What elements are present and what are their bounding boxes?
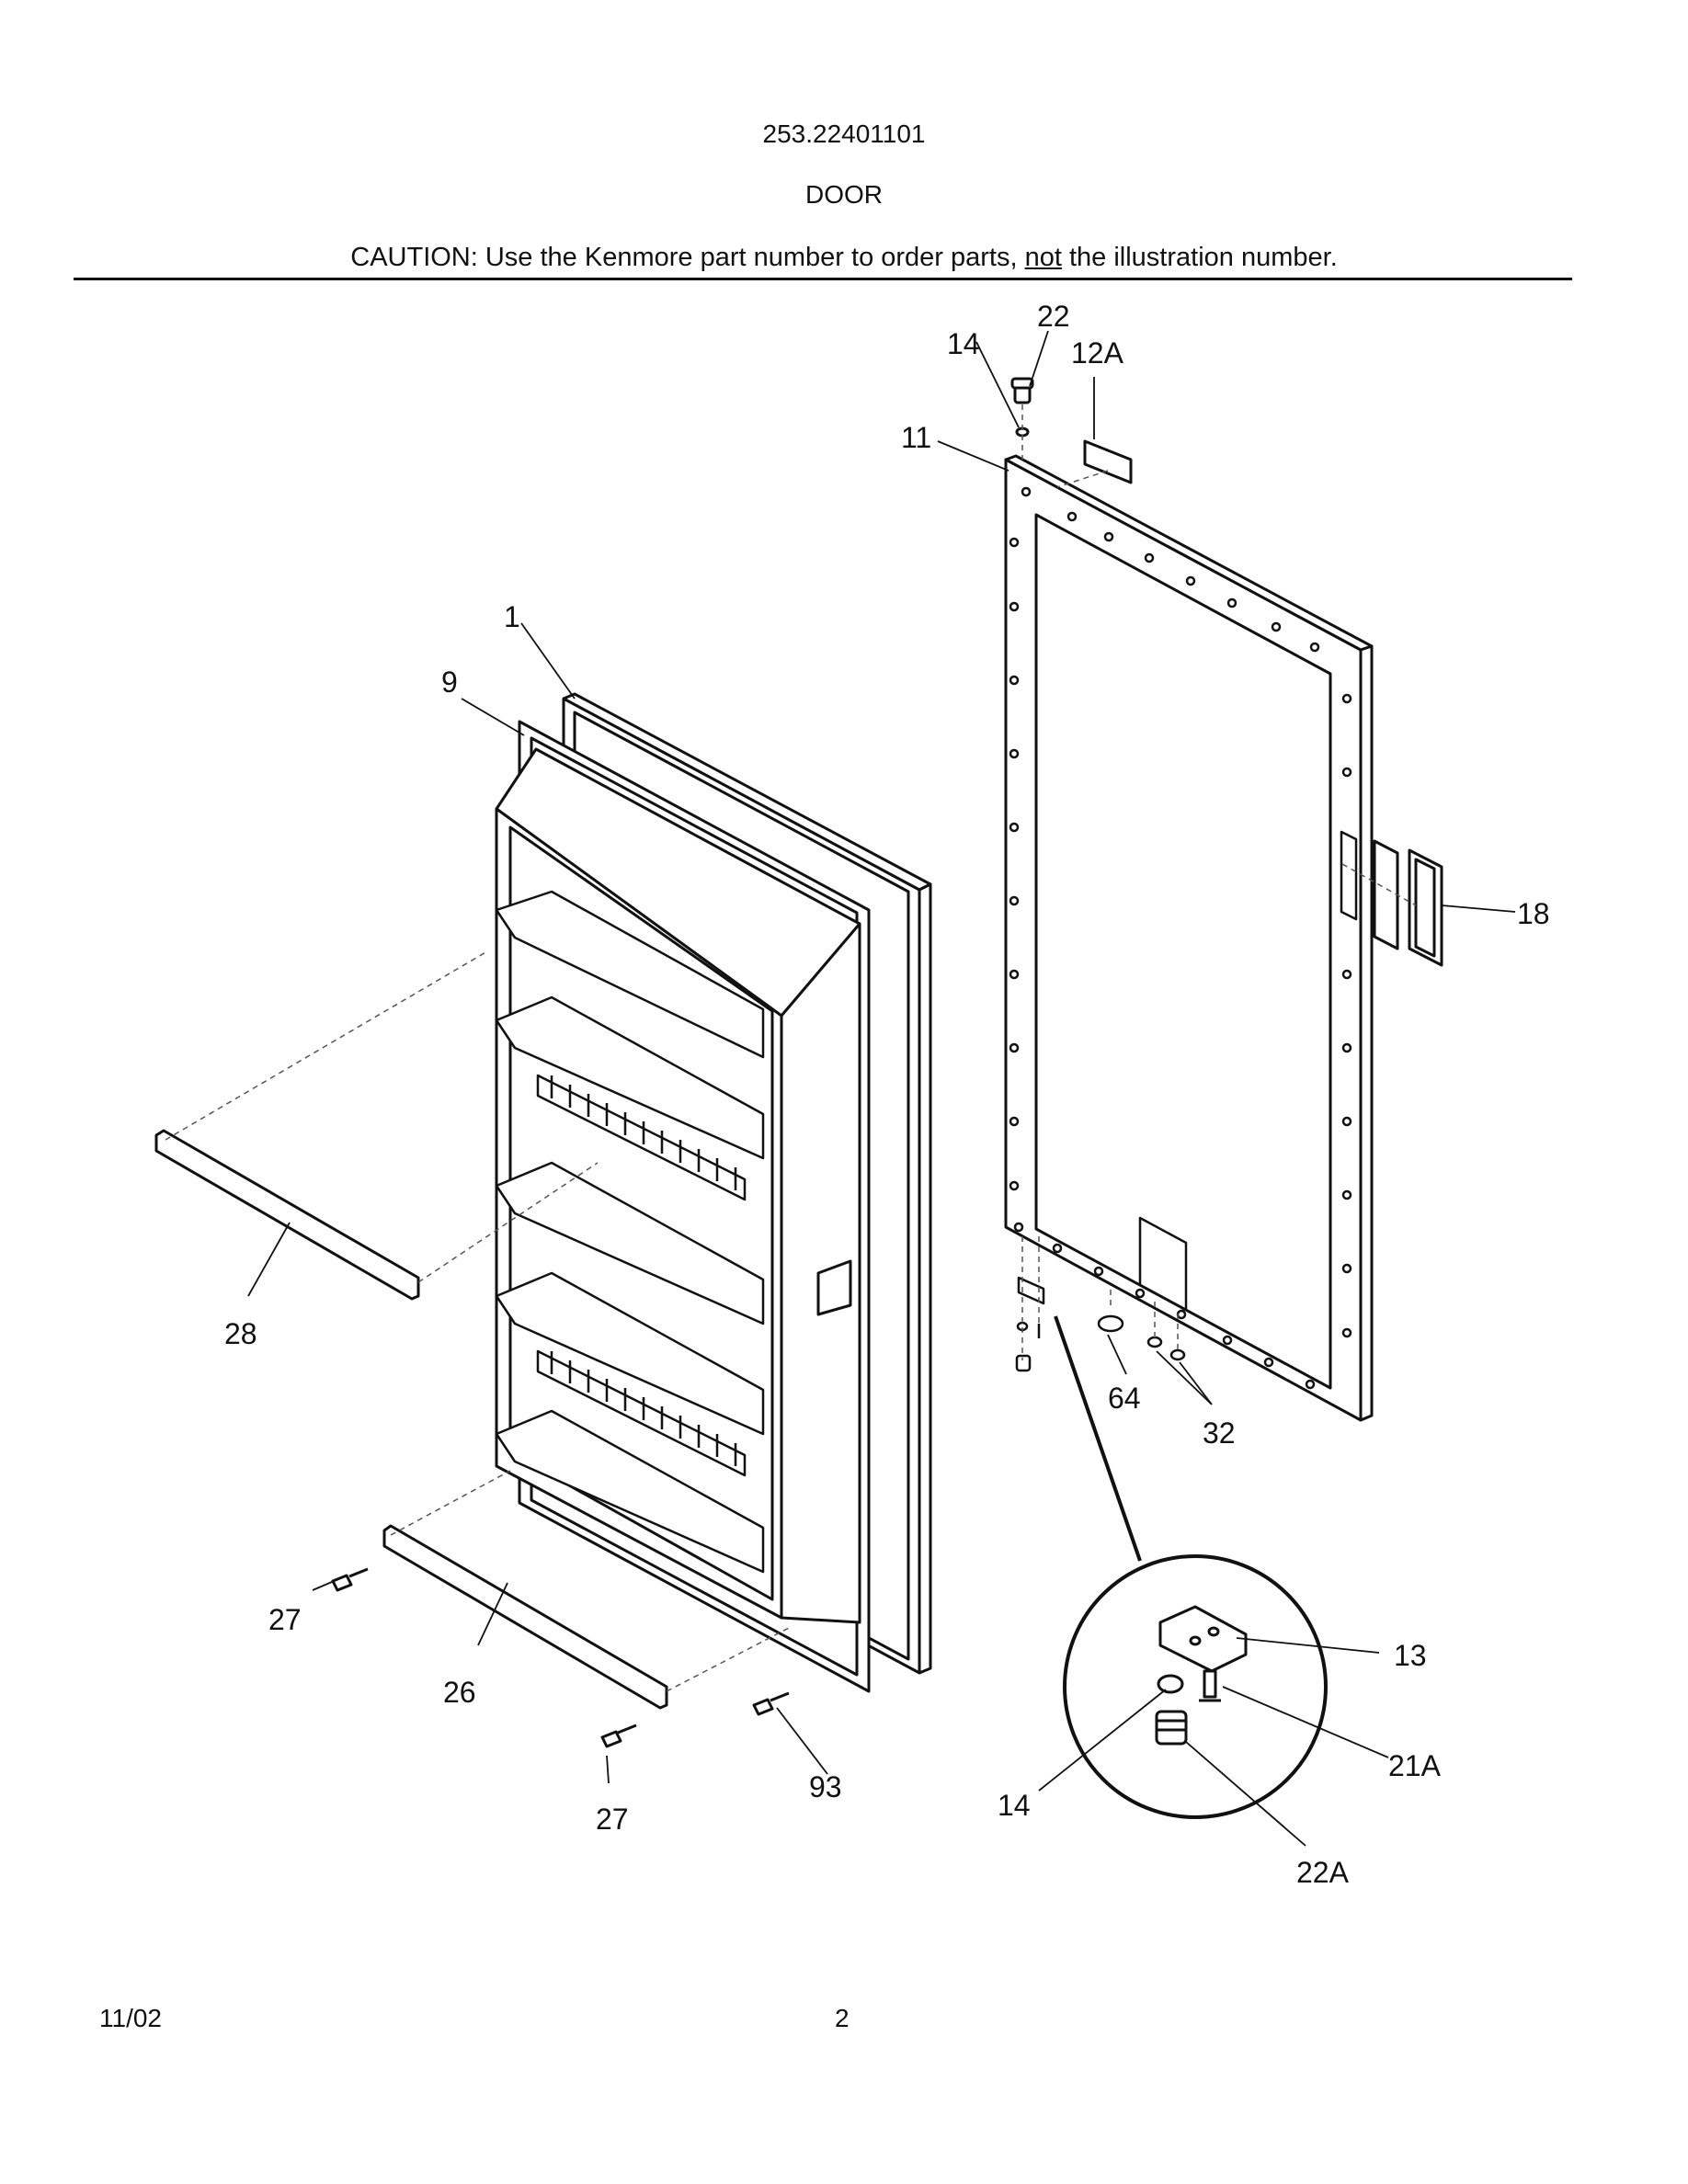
callout-22: 22 [1037, 300, 1070, 333]
handle-18 [1373, 839, 1443, 967]
callout-18: 18 [1517, 897, 1550, 930]
callout-11: 11 [901, 421, 931, 454]
section-title: DOOR [805, 180, 883, 209]
hinge-detail-view [1063, 1554, 1328, 1819]
callout-14-top: 14 [947, 327, 980, 360]
caution-prefix: CAUTION: Use the Kenmore part number to … [350, 243, 1025, 272]
caution-note: CAUTION: Use the Kenmore part number to … [0, 243, 1688, 273]
footer-date: 11/02 [99, 2004, 162, 2032]
callout-22a: 22A [1296, 1856, 1350, 1889]
callout-14-detail: 14 [998, 1789, 1031, 1822]
detail-pointer [1054, 1315, 1142, 1562]
callout-12a: 12A [1071, 336, 1124, 370]
callout-21a: 21A [1388, 1749, 1442, 1782]
callout-93: 93 [809, 1770, 842, 1803]
header-rule [74, 278, 1572, 280]
callout-26: 26 [443, 1676, 476, 1709]
label-12a [1083, 439, 1133, 484]
plug-22a [1155, 1710, 1188, 1746]
screw-21a [1199, 1669, 1221, 1702]
callout-32: 32 [1203, 1416, 1236, 1450]
callout-27-bottom: 27 [596, 1803, 629, 1836]
model-number: 253.22401101 [762, 119, 926, 148]
callout-64: 64 [1108, 1382, 1141, 1415]
retainer-bar-26 [382, 1524, 668, 1710]
plug-22 [1010, 377, 1034, 404]
hinge-bracket-13 [1158, 1605, 1248, 1673]
callout-1: 1 [504, 600, 520, 633]
callout-9: 9 [441, 665, 458, 699]
callout-27-left: 27 [268, 1603, 302, 1636]
outer-door-panel [1004, 454, 1374, 1422]
caution-emphasis: not [1024, 243, 1062, 272]
page-number: 2 [835, 2004, 850, 2032]
door-liner [495, 720, 871, 1693]
alignment-lines [165, 404, 1417, 1692]
retainer-bar-28 [154, 1129, 420, 1301]
plug-32-a [1146, 1336, 1163, 1348]
leader-lines [247, 330, 1516, 1847]
callout-13: 13 [1394, 1639, 1427, 1672]
washer-14-detail [1157, 1674, 1184, 1694]
plug-32-b [1169, 1348, 1186, 1361]
cover-64 [1097, 1314, 1124, 1333]
caution-suffix: the illustration number. [1061, 243, 1338, 272]
hinge-hardware-small [1015, 1276, 1186, 1372]
callout-28: 28 [224, 1317, 257, 1350]
